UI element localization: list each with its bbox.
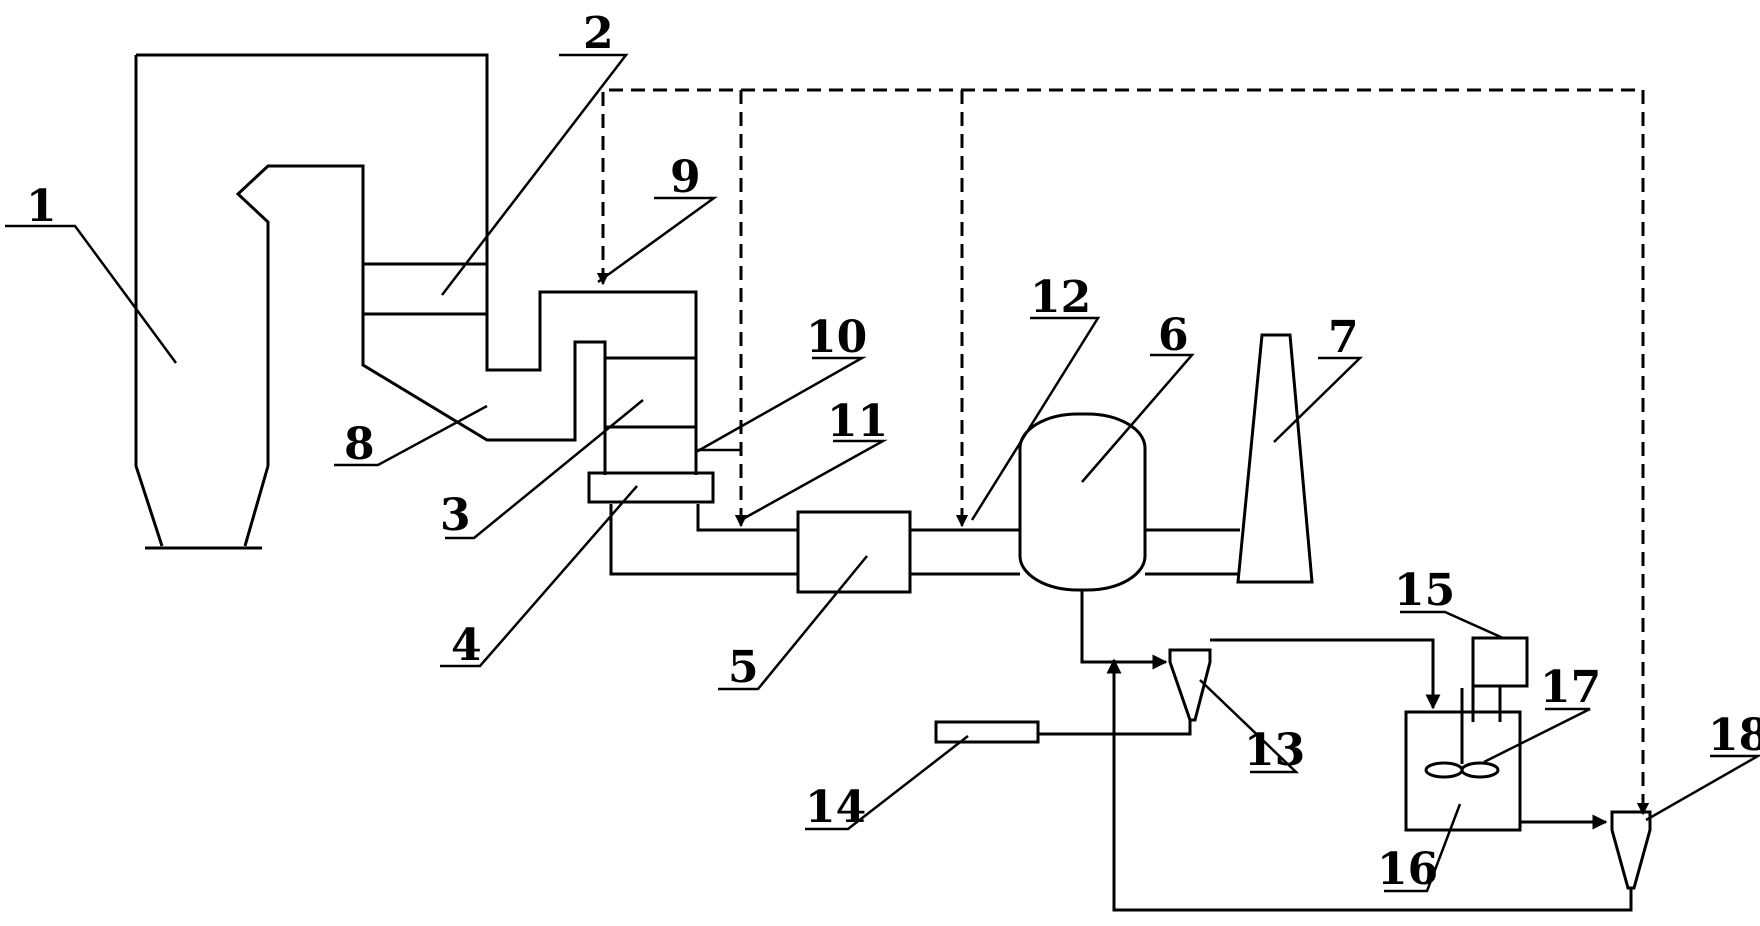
label-4: 4 [451,620,482,671]
label-12: 12 [1030,272,1091,323]
leader-lines [5,53,1760,893]
boiler [134,53,698,550]
label-14: 14 [805,782,866,833]
agitator [1424,688,1500,779]
underflow-line [1038,720,1192,736]
overflow-line [1210,638,1441,710]
gas-ducts [609,504,1240,576]
label-16: 16 [1377,844,1438,895]
label-5: 5 [728,642,759,693]
chimney [1236,333,1314,584]
heat-exchanger-plate [587,471,715,504]
label-9: 9 [670,152,701,203]
part-labels: 1 2 3 4 5 6 7 8 9 10 11 12 13 14 15 17 1… [26,8,1760,895]
label-7: 7 [1328,312,1359,363]
label-11: 11 [827,396,888,447]
air-preheater [605,356,696,429]
slurry-line [1080,590,1168,670]
label-8: 8 [344,419,375,470]
return-line [1106,658,1633,912]
motor [1471,636,1529,688]
flue-duct [363,262,487,316]
label-1: 1 [26,181,57,232]
label-16-17: 17 [1540,662,1601,713]
hydrocyclone-13 [1168,648,1212,722]
label-15: 15 [1394,565,1455,616]
belt-filter [934,720,1040,744]
label-10: 10 [806,312,867,363]
cyclone-18 [1610,810,1652,890]
absorber-tower [1018,412,1147,592]
dashed-recycle-lines [601,88,1645,810]
dust-collector [796,510,912,594]
label-3: 3 [440,490,471,541]
label-18: 18 [1708,710,1760,761]
label-2: 2 [583,8,614,59]
label-6: 6 [1158,310,1189,361]
label-13: 13 [1244,725,1305,776]
